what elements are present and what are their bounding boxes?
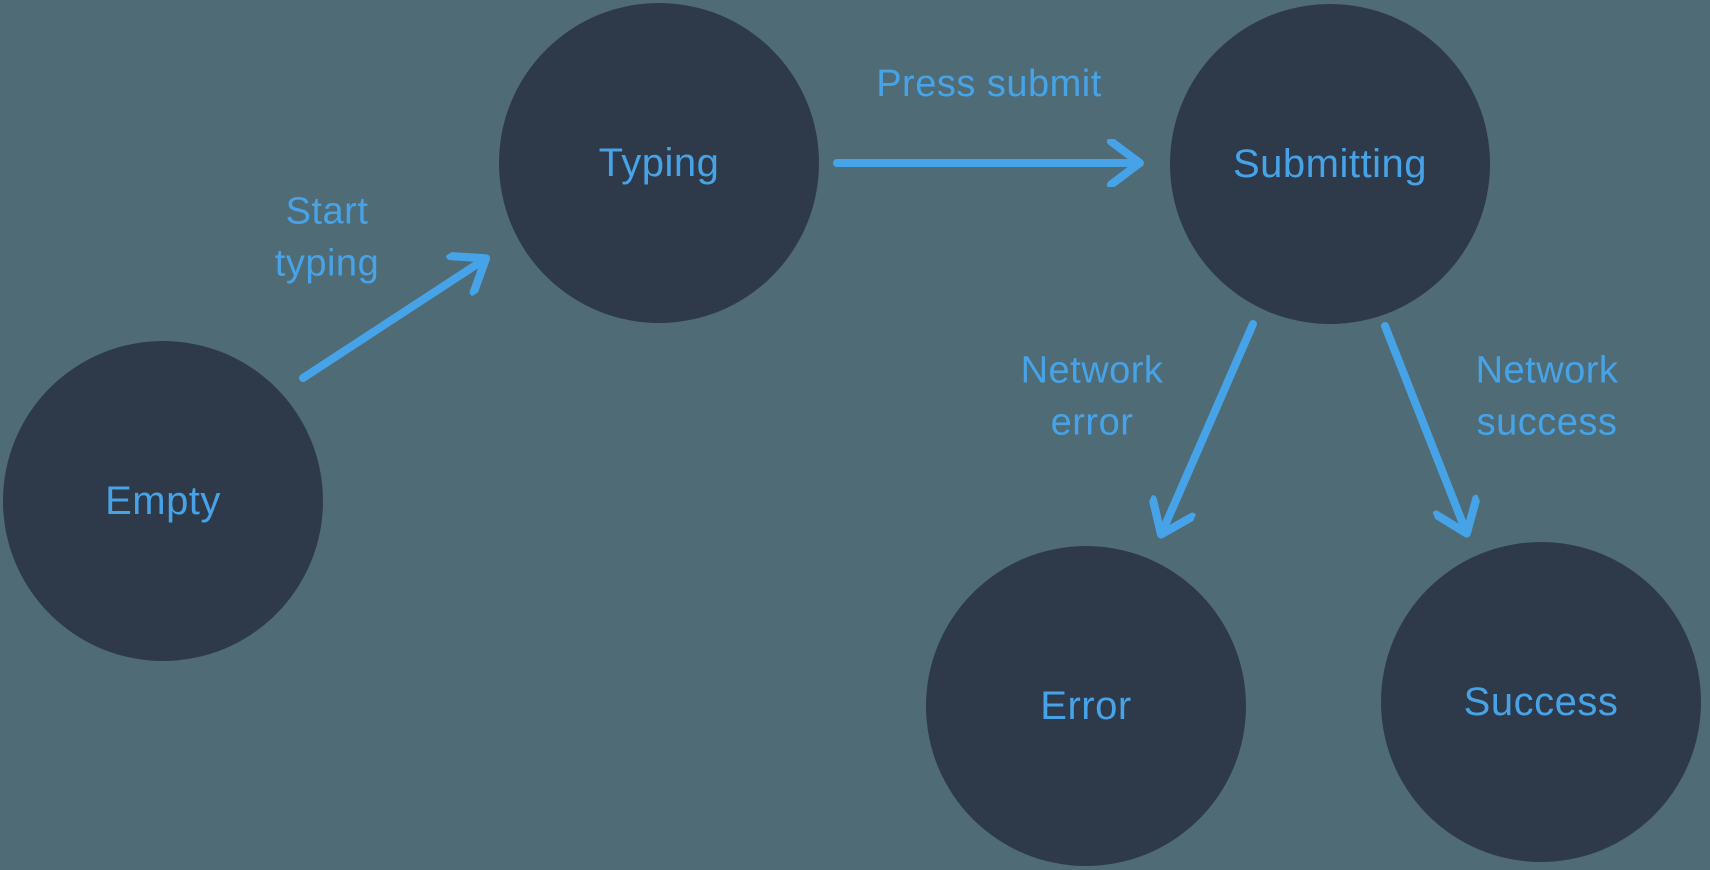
arrow-submitting-to-success [1381, 322, 1465, 529]
transition-label-press-submit: Press submit [876, 62, 1102, 105]
state-node-success: Success [1381, 542, 1701, 862]
state-label-typing: Typing [598, 140, 720, 185]
state-label-success: Success [1463, 679, 1619, 724]
state-node-submitting: Submitting [1170, 4, 1490, 324]
transition-label-network-error: Network error [1020, 349, 1164, 444]
state-label-submitting: Submitting [1233, 141, 1427, 186]
arrow-submitting-to-error [1163, 320, 1257, 530]
transition-label-network-success: Network success [1475, 349, 1619, 444]
transition-label-start-typing: Start typing [274, 190, 380, 285]
state-node-error: Error [926, 546, 1246, 866]
state-node-empty: Empty [3, 341, 323, 661]
state-label-error: Error [1040, 683, 1132, 728]
state-node-typing: Typing [499, 3, 819, 323]
state-label-empty: Empty [105, 478, 221, 523]
